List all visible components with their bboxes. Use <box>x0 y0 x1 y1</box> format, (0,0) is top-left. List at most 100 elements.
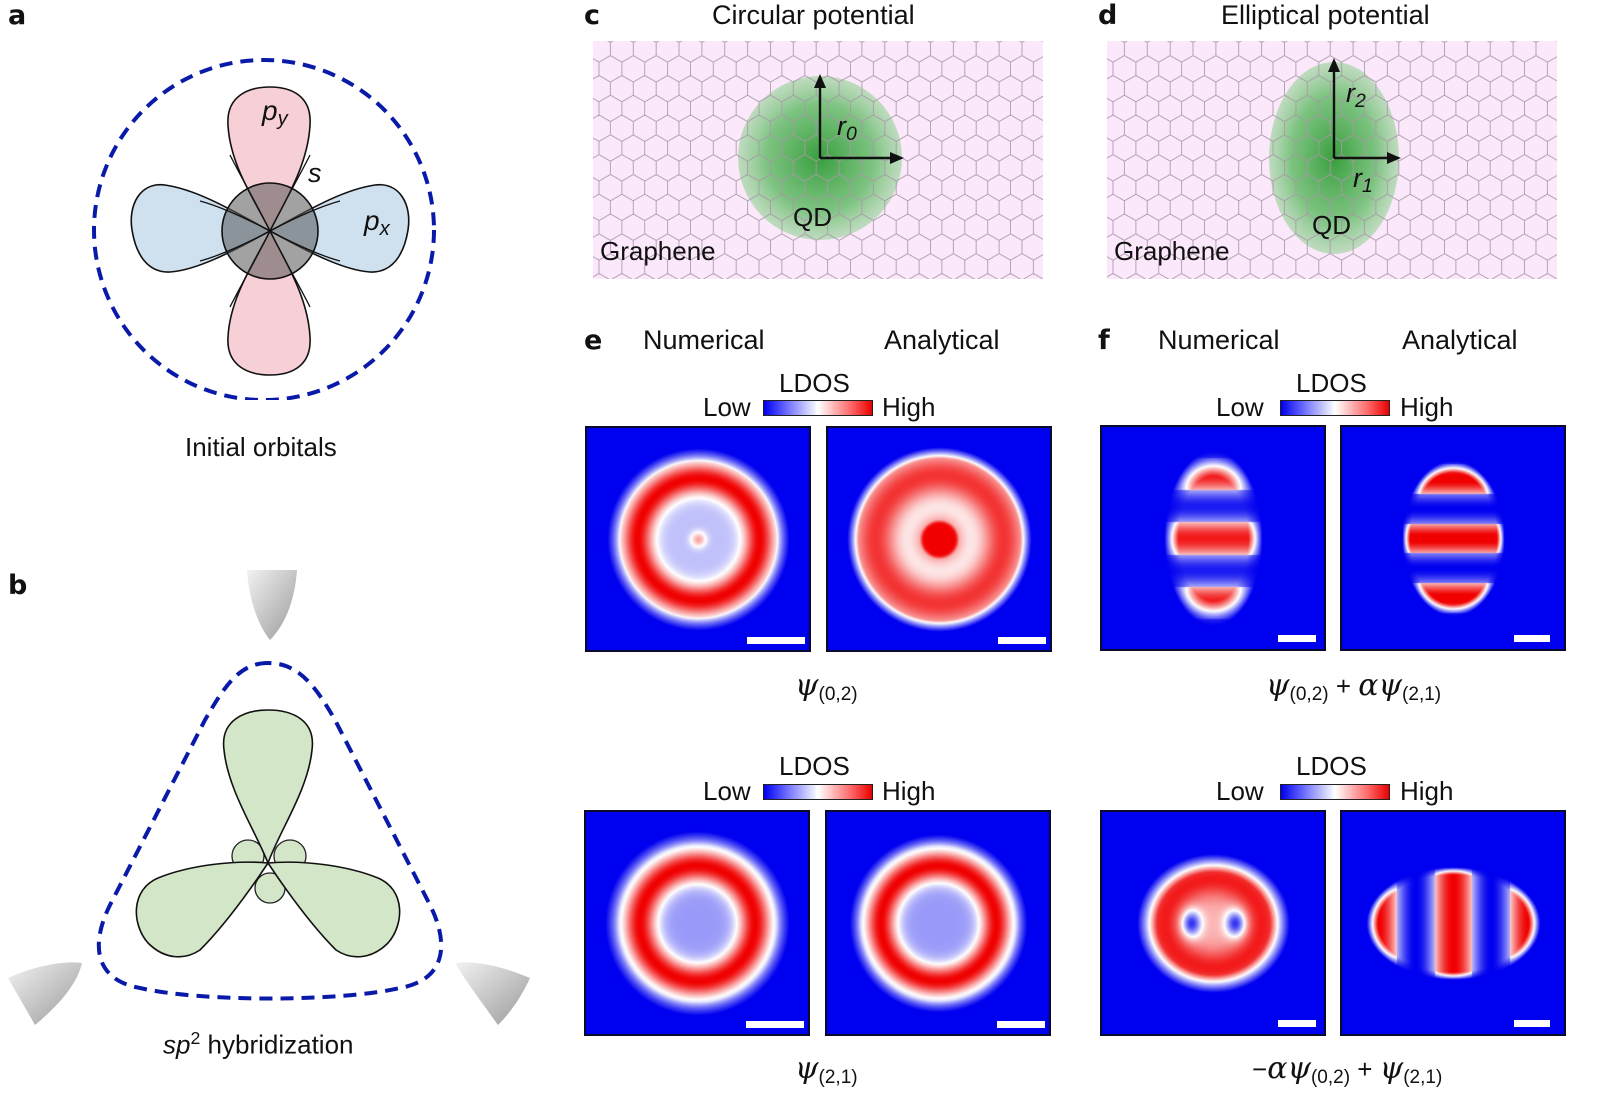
panel-b-caption: sp2 hybridization <box>163 1028 354 1060</box>
scale-bar <box>1278 1020 1316 1027</box>
panel-c-label: c <box>584 0 601 31</box>
colorbar-high-label: High <box>1400 776 1454 806</box>
panel-a-caption: Initial orbitals <box>185 432 337 462</box>
px-lobe-left <box>130 184 272 273</box>
formula-part: (2,1) <box>818 1066 858 1088</box>
panel-e-numerical-title: Numerical <box>643 325 765 355</box>
ldos-colorbar <box>1280 784 1390 800</box>
formula-part: ψ <box>1379 1051 1404 1086</box>
panel-f-numerical-title: Numerical <box>1158 325 1280 355</box>
formula-part: (0,2) <box>1310 1066 1351 1088</box>
qd-label-c: QD <box>793 202 832 232</box>
scale-bar <box>1278 635 1316 642</box>
sp2-lobe-top <box>222 709 314 866</box>
ldos-heatmap-f2ana <box>1342 812 1564 1034</box>
formula-part: (2,1) <box>1402 683 1442 705</box>
scale-bar <box>1514 635 1550 642</box>
ldos-map-f2-numerical <box>1100 810 1326 1036</box>
boundary-dashed-circle <box>92 58 436 400</box>
ldos-colorbar <box>1280 400 1390 416</box>
formula-psi-21: ψ(2,1) <box>795 1054 858 1087</box>
scale-bar <box>997 1021 1045 1028</box>
qd-label-d: QD <box>1312 210 1351 240</box>
colorbar-title: LDOS <box>1296 368 1367 398</box>
formula-part: ψ <box>795 1051 819 1086</box>
panel-e-analytical-title: Analytical <box>884 325 1000 355</box>
graphene-label-c: Graphene <box>600 236 716 266</box>
formula-psi02-plus-alpha-psi21: ψ(0,2) + αψ(2,1) <box>1266 671 1441 704</box>
ldos-map-e1-numerical <box>585 426 811 652</box>
ldos-colorbar <box>763 784 873 800</box>
py-label: py <box>262 95 288 131</box>
colorbar-title: LDOS <box>779 751 850 781</box>
scale-bar <box>746 1021 804 1028</box>
r0-label: r0 <box>837 111 857 145</box>
panel-b-label: b <box>8 570 28 601</box>
lobe-inner-lines <box>229 154 311 308</box>
ldos-map-f1-analytical <box>1340 425 1566 651</box>
ldos-heatmap-e1num <box>587 428 809 650</box>
scale-bar <box>747 637 805 644</box>
panel-f-analytical-title: Analytical <box>1402 325 1518 355</box>
tip-left-icon <box>8 962 82 1025</box>
ldos-heatmap-f1ana <box>1342 427 1564 649</box>
scale-bar <box>998 637 1046 644</box>
formula-part: + <box>1328 671 1359 701</box>
colorbar-high-label: High <box>1400 392 1454 422</box>
px-lobe-right <box>268 184 410 273</box>
formula-part: αψ <box>1267 1051 1311 1086</box>
colorbar-title: LDOS <box>1296 751 1367 781</box>
sp2-hybridization-diagram <box>8 570 530 1025</box>
panel-d-label: d <box>1098 0 1118 31</box>
py-lobe-bottom <box>227 229 311 376</box>
ldos-heatmap-e2num <box>586 812 808 1034</box>
panel-f-label: f <box>1098 325 1110 356</box>
graphene-label-d: Graphene <box>1114 236 1230 266</box>
ldos-heatmap-e2ana <box>827 812 1049 1034</box>
formula-minus-alpha-psi02-plus-psi21: −αψ(0,2) + ψ(2,1) <box>1252 1054 1442 1087</box>
colorbar-high-label: High <box>882 392 936 422</box>
graphene-lattice-elliptical <box>1107 41 1557 279</box>
ldos-map-f1-numerical <box>1100 425 1326 651</box>
radius-axes-arrows <box>814 74 904 164</box>
formula-part: (2,1) <box>1403 1066 1443 1088</box>
radius-axes-arrows <box>1328 58 1401 164</box>
scale-bar <box>1514 1020 1550 1027</box>
s-label: s <box>308 158 322 188</box>
colorbar-low-label: Low <box>703 392 751 422</box>
panel-c-title: Circular potential <box>712 0 915 30</box>
ldos-map-e2-analytical <box>825 810 1051 1036</box>
boundary-dashed-triangle <box>96 660 444 1001</box>
ldos-heatmap-e1ana <box>828 428 1050 650</box>
panel-a-label: a <box>8 0 27 31</box>
formula-part: − <box>1252 1054 1268 1084</box>
ldos-map-f2-analytical <box>1340 810 1566 1036</box>
r1-label: r1 <box>1353 163 1373 197</box>
initial-orbitals-diagram <box>92 58 436 400</box>
ldos-heatmap-f1num <box>1102 427 1324 649</box>
tip-right-icon <box>455 962 530 1025</box>
ldos-map-e2-numerical <box>584 810 810 1036</box>
py-lobe-top <box>227 86 311 233</box>
formula-part: ψ <box>1266 668 1290 703</box>
formula-part: + <box>1350 1054 1380 1084</box>
formula-part: (0,2) <box>818 683 858 705</box>
sp2-lobe-left <box>135 861 270 958</box>
formula-psi-02: ψ(0,2) <box>795 671 858 704</box>
formula-part: ψ <box>795 668 819 703</box>
colorbar-high-label: High <box>882 776 936 806</box>
panel-e-label: e <box>584 325 603 356</box>
ldos-map-e1-analytical <box>826 426 1052 652</box>
r2-label: r2 <box>1346 78 1366 112</box>
panel-d-title: Elliptical potential <box>1221 0 1430 30</box>
formula-part: αψ <box>1358 668 1403 703</box>
colorbar-low-label: Low <box>1216 776 1264 806</box>
tip-top-icon <box>247 570 297 640</box>
formula-part: (0,2) <box>1289 683 1329 705</box>
sp2-lobe-right <box>266 861 401 958</box>
colorbar-low-label: Low <box>1216 392 1264 422</box>
ldos-heatmap-f2num <box>1102 812 1324 1034</box>
px-label: px <box>364 205 390 241</box>
colorbar-low-label: Low <box>703 776 751 806</box>
graphene-lattice-circular <box>593 41 1043 279</box>
